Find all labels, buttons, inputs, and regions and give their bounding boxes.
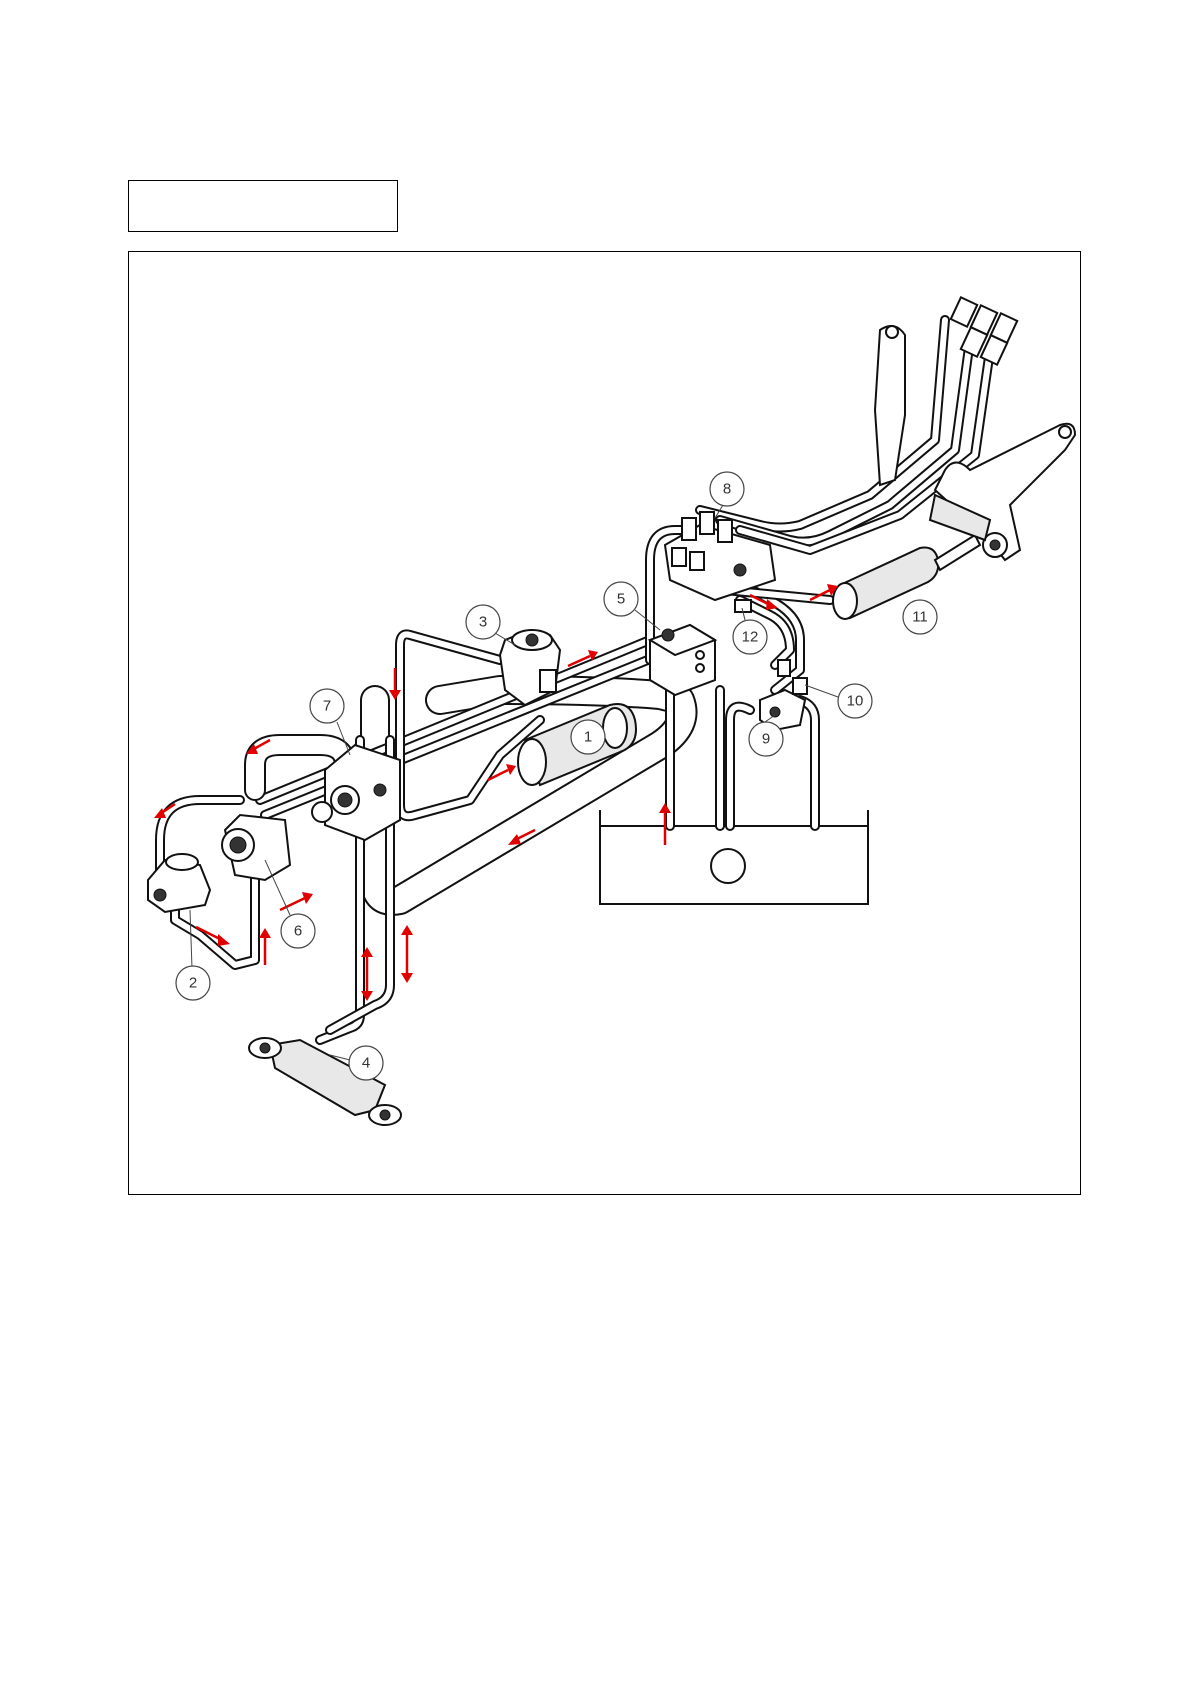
svg-text:12: 12 [742, 629, 759, 646]
svg-text:11: 11 [912, 609, 928, 626]
callout-11: 11 [903, 600, 937, 634]
svg-text:10: 10 [847, 693, 864, 710]
flow-arrow [259, 928, 271, 965]
tank-filler-cap-icon [711, 849, 745, 883]
svg-text:3: 3 [479, 614, 487, 631]
manifold-7 [312, 745, 400, 840]
svg-text:6: 6 [294, 923, 302, 940]
svg-text:8: 8 [723, 481, 731, 498]
valve-10 [793, 678, 807, 694]
svg-text:2: 2 [189, 975, 197, 992]
svg-text:7: 7 [323, 698, 331, 715]
callout-1: 1 [571, 720, 605, 754]
svg-text:4: 4 [362, 1055, 370, 1072]
pump-6 [222, 815, 290, 880]
svg-text:1: 1 [584, 729, 592, 746]
svg-text:5: 5 [617, 591, 625, 608]
valve-block-5 [650, 625, 715, 695]
svg-text:9: 9 [762, 731, 770, 748]
flow-arrow [280, 892, 313, 910]
flow-arrow [401, 925, 413, 983]
